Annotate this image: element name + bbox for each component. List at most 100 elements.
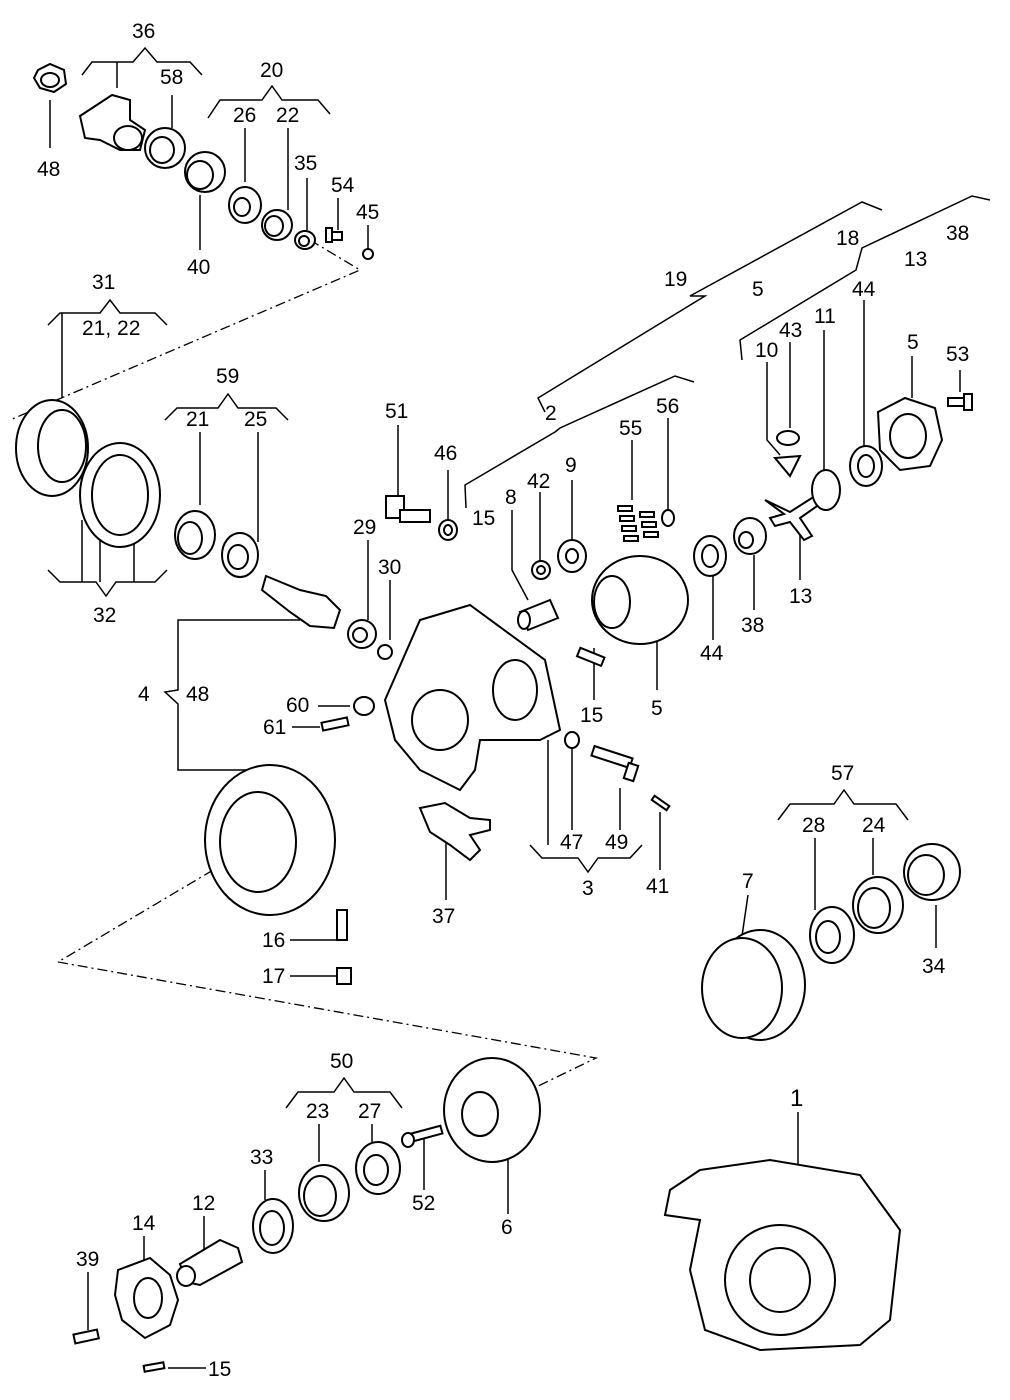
label-4: 4 (138, 683, 150, 706)
label-23: 23 (306, 1100, 329, 1123)
bearing-race-40-icon (184, 151, 226, 193)
plug-45-icon (362, 248, 374, 260)
washer-44-upper-icon (849, 445, 883, 487)
callout-lines (47, 46, 991, 1369)
nut-60-icon (353, 696, 375, 716)
label-14: 14 (132, 1212, 156, 1235)
label-35: 35 (294, 152, 317, 175)
seal-58-icon (144, 127, 186, 169)
label-31: 31 (92, 271, 115, 294)
flange-7-icon (701, 929, 806, 1041)
housing-cap-31-icon (15, 399, 89, 497)
differential-housing-icon (383, 603, 562, 792)
label-54: 54 (331, 174, 355, 197)
label-9: 9 (565, 454, 577, 477)
label-17: 17 (262, 965, 285, 988)
bolt-51-icon (385, 495, 431, 523)
label-5-top: 5 (752, 278, 764, 301)
label-13: 13 (789, 585, 812, 608)
label-40: 40 (187, 256, 210, 279)
label-47: 47 (560, 831, 583, 854)
label-20: 20 (260, 59, 283, 82)
label-42: 42 (527, 470, 550, 493)
washer-42-icon (531, 560, 551, 580)
ring-gear-icon (204, 764, 336, 916)
label-49: 49 (605, 831, 628, 854)
label-34: 34 (922, 955, 946, 978)
label-57: 57 (831, 762, 854, 785)
gear-11-icon (811, 469, 841, 511)
shift-fork-37-icon (418, 801, 491, 862)
label-15-c: 15 (208, 1358, 231, 1381)
pin-15-lower-icon (142, 1361, 166, 1373)
washer-43-icon (776, 430, 800, 446)
nut-35-icon (294, 230, 316, 250)
washer-46-icon (438, 519, 458, 541)
label-22: 22 (276, 104, 299, 127)
label-21: 21 (186, 408, 209, 431)
label-37: 37 (432, 905, 455, 928)
label-8: 8 (505, 486, 517, 509)
sleeve-17-icon (336, 967, 352, 985)
label-48-b: 48 (186, 683, 209, 706)
label-29: 29 (353, 516, 376, 539)
label-7: 7 (742, 870, 754, 893)
label-5-right: 5 (907, 331, 919, 354)
nut-48-icon (32, 62, 68, 94)
pin-41-icon (650, 794, 671, 812)
label-48: 48 (37, 158, 60, 181)
label-32: 32 (93, 604, 116, 627)
label-38: 38 (741, 614, 764, 637)
gear-10-icon (772, 454, 802, 478)
bolt-53-icon (947, 393, 973, 411)
label-16: 16 (262, 929, 285, 952)
pin-15-icon (575, 646, 606, 668)
label-41: 41 (646, 875, 669, 898)
screw-54-icon (325, 227, 343, 243)
label-52: 52 (412, 1192, 435, 1215)
bearing-flange-32-icon (79, 442, 161, 548)
seal-34-icon (903, 843, 961, 901)
label-30: 30 (378, 556, 401, 579)
label-26: 26 (233, 104, 256, 127)
washer-44-icon (693, 535, 727, 577)
label-11: 11 (814, 305, 836, 328)
label-5: 5 (651, 697, 663, 720)
ring-56-icon (661, 509, 675, 527)
race-21-icon (174, 510, 216, 560)
label-39: 39 (76, 1248, 99, 1271)
axle-assembly-1-icon (663, 1158, 902, 1352)
pin-16-icon (336, 909, 348, 941)
cross-shaft-13-icon (764, 494, 822, 542)
flange-14-icon (113, 1256, 180, 1340)
label-1: 1 (790, 1085, 803, 1112)
label-61: 61 (263, 716, 286, 739)
alignment-lines (9, 239, 599, 1091)
pinion-shaft-4-icon (260, 574, 342, 630)
label-6: 6 (501, 1216, 513, 1239)
label-44-top: 44 (852, 278, 876, 301)
bearing-26-icon (228, 186, 262, 224)
race-24-icon (852, 876, 904, 934)
label-15-a: 15 (472, 507, 495, 530)
label-59: 59 (216, 365, 239, 388)
label-28: 28 (802, 814, 825, 837)
bolt-52-icon (401, 1124, 444, 1148)
bolt-49-icon (590, 744, 640, 783)
sleeve-8-icon (517, 598, 560, 632)
label-27: 27 (358, 1100, 381, 1123)
bearing-33-icon (252, 1198, 294, 1254)
label-10: 10 (755, 339, 778, 362)
label-33: 33 (250, 1146, 273, 1169)
ring-47-icon (564, 731, 580, 749)
gear-38-icon (733, 517, 767, 555)
label-45: 45 (356, 201, 379, 224)
label-60: 60 (286, 694, 309, 717)
yoke-36-icon (78, 93, 147, 151)
pins-55-icon (617, 505, 659, 542)
label-38-top: 38 (946, 222, 969, 245)
stud-61-icon (320, 716, 350, 732)
bearing-28-icon (809, 906, 855, 964)
label-18: 18 (836, 227, 859, 250)
label-50: 50 (330, 1050, 353, 1073)
